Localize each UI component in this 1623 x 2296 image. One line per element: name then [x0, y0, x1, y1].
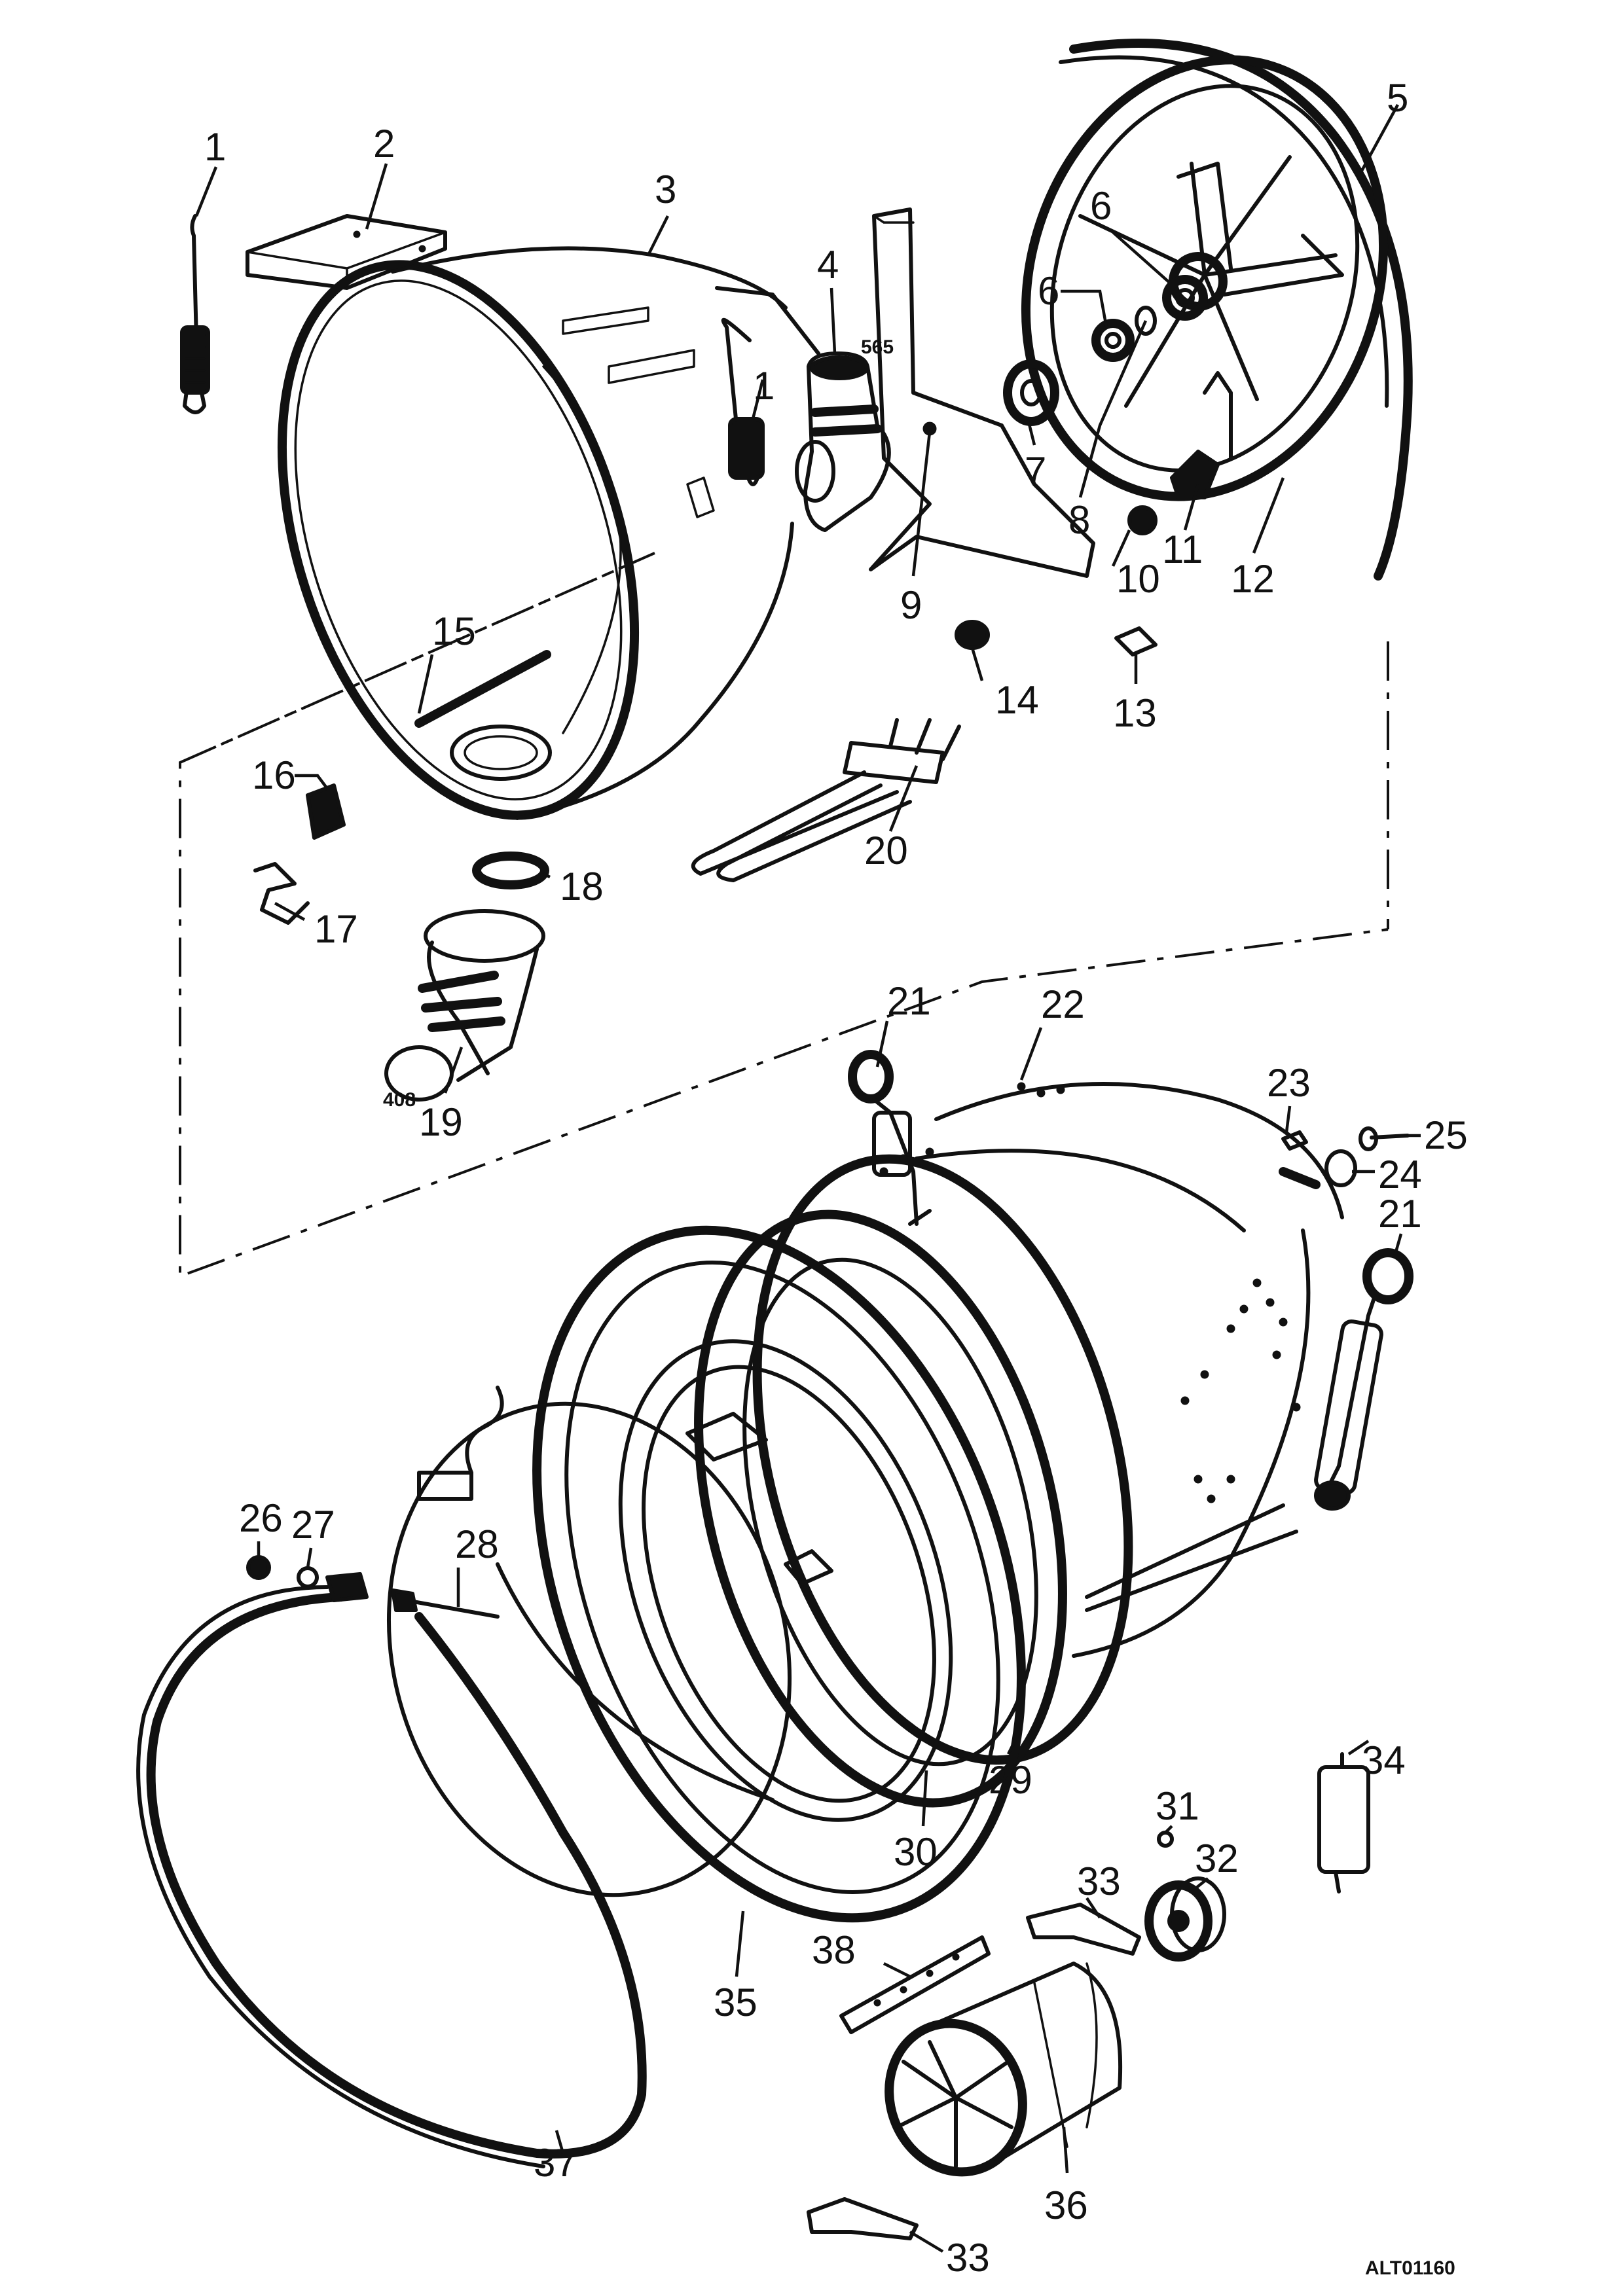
nut-part-26: [246, 1555, 271, 1580]
callout-37: 37: [534, 2141, 577, 2185]
ring-part-8: [1135, 306, 1157, 336]
callout-5: 5: [1387, 76, 1408, 120]
shock-absorber-part-21-left: [848, 1050, 932, 1226]
callout-1-mid: 1: [753, 364, 775, 408]
clamp-part-16: [306, 783, 346, 840]
spring-part-1-left: [180, 214, 210, 414]
callout-13: 13: [1113, 691, 1157, 735]
callout-7: 7: [1025, 449, 1046, 493]
front-panel-part-35: [386, 1386, 792, 1897]
callout-14: 14: [995, 678, 1039, 722]
clamp-band-part-37: [136, 1572, 647, 2168]
key-part-31: [1157, 1831, 1174, 1848]
motor-pulley-part-32: [1144, 1876, 1226, 1962]
callout-34: 34: [1362, 1738, 1406, 1782]
callout-10: 10: [1116, 557, 1160, 601]
hose-elbow-part-4: [715, 286, 891, 532]
spring-part-1-mid: [721, 317, 765, 486]
callout-6-lower: 6: [1038, 269, 1059, 313]
rod-part-15: [414, 650, 551, 728]
reference-code: ALT01160: [1365, 2257, 1455, 2279]
callout-35: 35: [714, 1981, 757, 2024]
callout-32: 32: [1195, 1837, 1239, 1880]
callout-33-top: 33: [1077, 1859, 1121, 1903]
callout-31: 31: [1156, 1784, 1199, 1828]
motor-part-36: [884, 1962, 1123, 2177]
callout-11: 11: [1162, 528, 1203, 571]
sump-hose-part-19: [384, 909, 545, 1102]
hose-clamp-part-18: [472, 852, 549, 889]
assembly-boundary: [179, 552, 1389, 1278]
callout-9: 9: [900, 583, 922, 627]
callout-2: 2: [373, 122, 395, 166]
callout-4: 4: [817, 243, 839, 287]
callout-26: 26: [239, 1496, 283, 1540]
callout-23: 23: [1267, 1061, 1311, 1105]
callout-labels: 1 2 3 4 5 6 6 7 8 9 10 11 12 13 14 15 16…: [204, 76, 1468, 2280]
screw-part-28: [391, 1588, 500, 1619]
grommet-part-14: [955, 620, 990, 650]
washer-part-24: [1324, 1149, 1357, 1187]
washer-part-27: [297, 1566, 319, 1588]
callout-21-right: 21: [1378, 1192, 1422, 1236]
heating-element-part-20: [691, 718, 961, 882]
bearing-part-6-b: [1091, 319, 1135, 362]
mounting-strip-part-38: [839, 1935, 991, 2034]
callout-24: 24: [1378, 1153, 1422, 1196]
callout-16: 16: [252, 753, 296, 797]
callout-28: 28: [455, 1522, 499, 1566]
callout-33-bottom: 33: [946, 2236, 990, 2280]
callout-21-left: 21: [887, 979, 931, 1023]
callout-27: 27: [291, 1503, 335, 1547]
part-code-408: 408: [383, 1089, 416, 1111]
callout-29: 29: [989, 1758, 1032, 1802]
callout-38: 38: [812, 1928, 856, 1972]
outer-tub-part-3: [277, 246, 794, 820]
key-part-23: [1281, 1130, 1308, 1151]
bolt-part-25: [1359, 1126, 1410, 1151]
motor-bracket-part-33-top: [1026, 1903, 1141, 1956]
callout-17: 17: [314, 907, 358, 951]
callout-12: 12: [1231, 557, 1275, 601]
callout-22: 22: [1041, 982, 1085, 1026]
bolt-part-11: [1170, 371, 1233, 499]
nut-part-10: [1127, 505, 1158, 535]
callout-36: 36: [1044, 2183, 1088, 2227]
leader-lines: [194, 103, 1421, 2253]
tub-bracket-part-9: [869, 207, 1095, 578]
inner-drum-part-22: [752, 1082, 1344, 1765]
callout-25: 25: [1424, 1113, 1468, 1157]
callout-1-left: 1: [204, 125, 226, 169]
motor-bracket-part-33-bottom: [807, 2197, 919, 2240]
seal-part-7: [1003, 359, 1059, 426]
bearing-part-6-a: [1162, 275, 1208, 321]
bracket-part-17: [253, 862, 310, 925]
part-code-565: 565: [861, 336, 894, 358]
callout-6-upper: 6: [1090, 184, 1112, 228]
clip-part-13: [1114, 626, 1158, 656]
front-ring-part-30: [532, 1225, 1026, 1923]
callout-20: 20: [864, 829, 908, 872]
callout-18: 18: [560, 865, 604, 908]
drive-belt-part-5: [1069, 39, 1413, 581]
callout-8: 8: [1068, 498, 1090, 542]
shock-absorber-part-21-right: [1314, 1248, 1413, 1511]
callout-15: 15: [432, 609, 476, 653]
capacitor-part-34: [1317, 1752, 1370, 1893]
callout-19: 19: [419, 1100, 463, 1144]
callout-30: 30: [894, 1830, 938, 1874]
callout-3: 3: [655, 168, 676, 211]
